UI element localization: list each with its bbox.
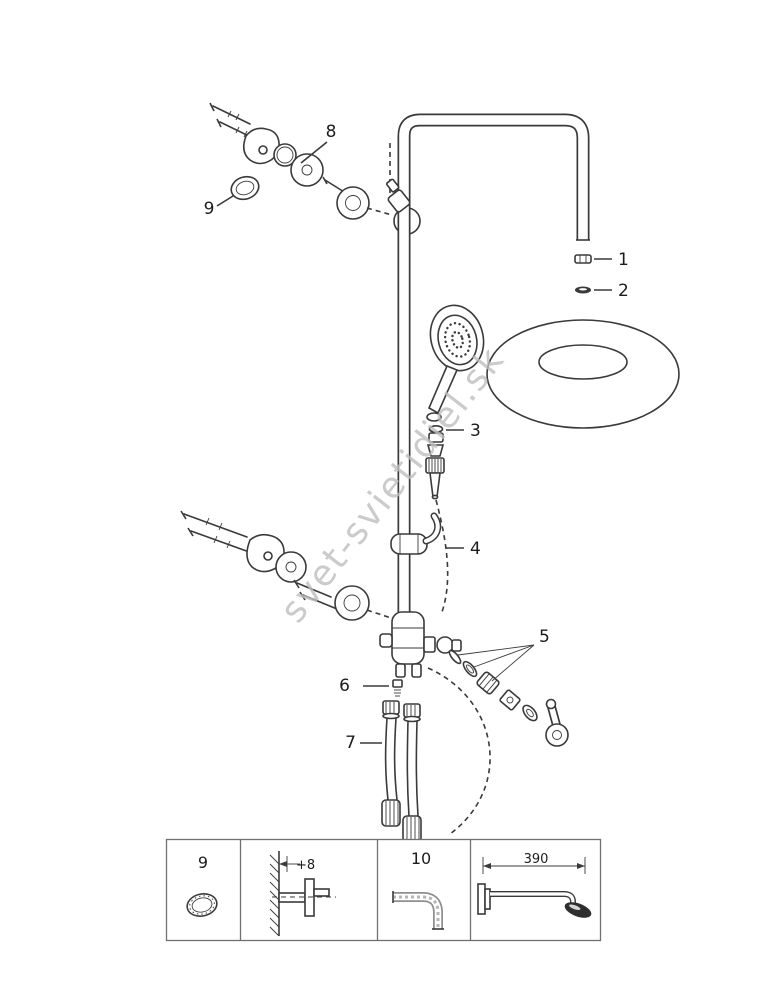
detail-cell-3-label: 10 (411, 849, 431, 868)
flange-ring (336, 186, 370, 220)
callout-4: 4 (470, 539, 481, 559)
wall-offset-icon (272, 878, 336, 917)
callout-1: 1 (618, 250, 629, 270)
connection-hoses-part-7 (381, 700, 422, 843)
detail-cell-1-label: 9 (198, 853, 208, 872)
diverter-trim-parts-5 (448, 649, 569, 747)
gasket-icon (186, 892, 218, 918)
gasket-part-9 (230, 175, 260, 201)
wall-mount-hardware-top (209, 102, 393, 220)
callout-leaders (216, 141, 612, 744)
gasket-part-2 (575, 286, 591, 294)
diverter-body (379, 611, 462, 678)
callout-9: 9 (204, 199, 215, 219)
hose-route-dashed-upper (435, 499, 449, 613)
rain-shower-head (486, 319, 680, 429)
riser-pipe (397, 113, 590, 618)
arm-nut-part-1 (574, 254, 592, 264)
flange-ring (334, 585, 370, 621)
detail-cell-arm: 10 (392, 849, 444, 930)
detail-panel: 9 +8 (165, 838, 602, 942)
callout-2: 2 (618, 281, 629, 301)
callout-8: 8 (326, 122, 337, 142)
callout-6: 6 (339, 676, 350, 696)
shower-arm-icon (392, 891, 444, 930)
arm-length-icon (477, 883, 592, 918)
watermark: svet-svietidiel.sk (273, 339, 513, 630)
escutcheon (290, 153, 324, 187)
detail-cell-gasket: 9 (186, 853, 218, 918)
escutcheon (275, 551, 307, 583)
callout-3: 3 (470, 421, 481, 441)
wall-union-fitting (385, 178, 411, 213)
detail-cell-dimension: 390 (477, 852, 592, 918)
hand-shower (426, 304, 485, 422)
detail-cell-wall-offset: +8 (269, 851, 336, 937)
check-valve-part-3 (425, 424, 445, 500)
callout-5: 5 (539, 627, 550, 647)
lever-handle (545, 698, 569, 747)
hose-route-dashed-lower (427, 667, 491, 835)
detail-cell-4-label: 390 (524, 852, 549, 867)
detail-cell-2-label: +8 (296, 858, 315, 873)
wall-mount-hardware-middle (180, 510, 392, 621)
grub-screw-part-6 (392, 679, 403, 697)
callout-7: 7 (345, 733, 356, 753)
slider-bracket-part-4 (390, 512, 442, 555)
